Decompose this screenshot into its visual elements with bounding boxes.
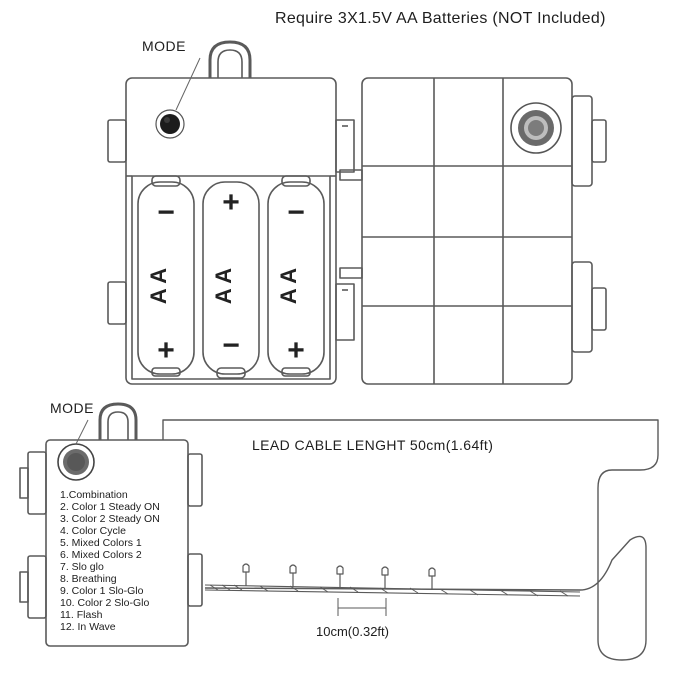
bottom-box-left-clip-upper xyxy=(27,451,47,515)
bottom-mode-label: MODE xyxy=(50,400,94,416)
led-bulbs xyxy=(242,563,436,590)
bottom-box-right-tab-lower xyxy=(187,553,203,607)
mode-item: 4. Color Cycle xyxy=(60,525,126,537)
top-box-body xyxy=(125,77,337,385)
battery-3-bottom-sign: + xyxy=(287,334,305,367)
top-box-right-clip-upper xyxy=(335,119,355,173)
bottom-mode-button xyxy=(57,443,95,481)
mode-item: 10. Color 2 Slo-Glo xyxy=(60,597,150,609)
battery-1-bottom-sign: + xyxy=(157,334,175,367)
top-box-left-clip-upper xyxy=(107,119,127,163)
mode-item: 11. Flash xyxy=(60,609,103,621)
top-mode-label: MODE xyxy=(142,38,186,54)
mode-item: 1.Combination xyxy=(60,489,128,501)
battery-1 xyxy=(137,175,195,377)
battery-2-label: A A xyxy=(211,268,236,304)
lid-button-window xyxy=(510,102,562,154)
battery-2-bottom-sign: − xyxy=(222,329,240,362)
mode-item: 8. Breathing xyxy=(60,573,117,585)
mode-item: 3. Color 2 Steady ON xyxy=(60,513,160,525)
mode-item: 9. Color 1 Slo-Glo xyxy=(60,585,144,597)
battery-3 xyxy=(267,175,325,377)
battery-2-top-sign: + xyxy=(222,186,240,219)
mode-item: 2. Color 1 Steady ON xyxy=(60,501,160,513)
lid-hinge-upper xyxy=(339,169,363,181)
mode-item: 5. Mixed Colors 1 xyxy=(60,537,142,549)
top-mode-button xyxy=(155,109,185,139)
mode-item: 7. Slo glo xyxy=(60,561,104,573)
top-box-hanger xyxy=(208,40,252,78)
battery-3-top-sign: − xyxy=(287,196,305,229)
battery-requirement-title: Require 3X1.5V AA Batteries (NOT Include… xyxy=(275,10,606,27)
battery-1-label: A A xyxy=(146,268,171,304)
mode-item: 6. Mixed Colors 2 xyxy=(60,549,142,561)
bulb-spacing-label: 10cm(0.32ft) xyxy=(316,624,389,639)
spacing-bracket xyxy=(337,598,387,616)
bottom-box-body xyxy=(45,439,189,647)
top-box-right-clip-lower xyxy=(335,283,355,341)
lid-hinge-lower xyxy=(339,267,363,279)
bottom-box-right-tab-upper xyxy=(187,453,203,507)
lid-clip-lower xyxy=(571,261,593,353)
lead-cable-label: LEAD CABLE LENGHT 50cm(1.64ft) xyxy=(252,437,494,453)
top-box-lid xyxy=(361,77,573,385)
battery-2 xyxy=(202,181,260,379)
bottom-box-hanger xyxy=(98,402,138,440)
top-box-left-clip-lower xyxy=(107,281,127,325)
lead-cable xyxy=(162,419,659,661)
mode-item: 12. In Wave xyxy=(60,621,116,633)
battery-1-top-sign: − xyxy=(157,196,175,229)
bottom-box-left-clip-lower xyxy=(27,555,47,619)
mode-list: 1.Combination 2. Color 1 Steady ON 3. Co… xyxy=(60,489,160,633)
battery-3-label: A A xyxy=(276,268,301,304)
lid-clip-upper xyxy=(571,95,593,187)
